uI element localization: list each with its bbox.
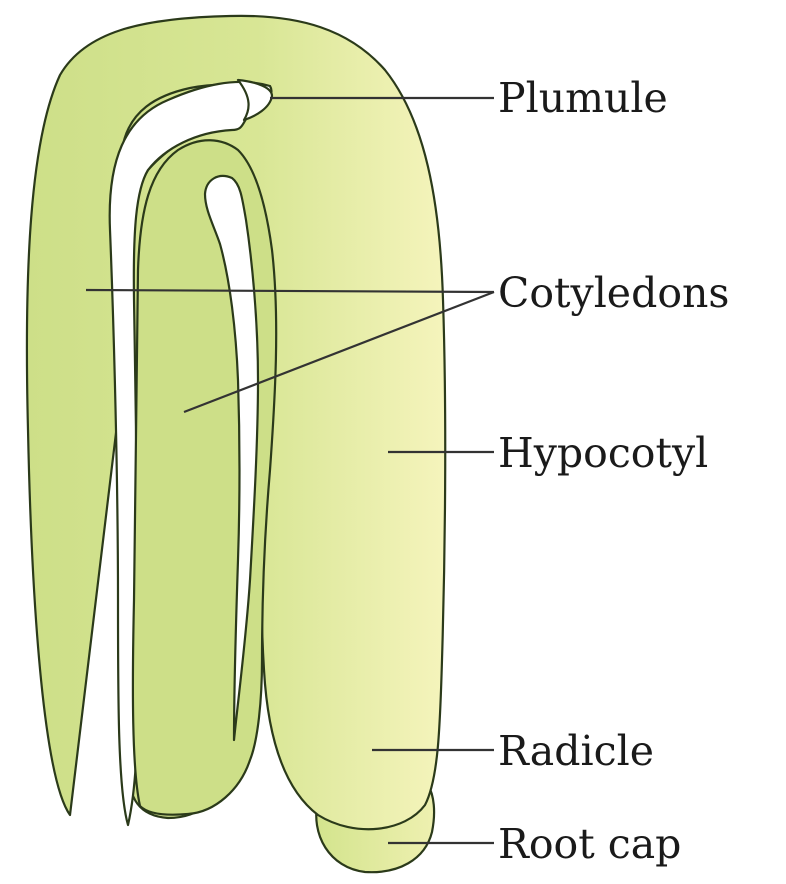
radicle-label: Radicle bbox=[498, 731, 654, 772]
cotyledons-label: Cotyledons bbox=[498, 273, 729, 314]
plumule-label: Plumule bbox=[498, 78, 668, 119]
root-cap-label: Root cap bbox=[498, 824, 681, 865]
hypocotyl-label: Hypocotyl bbox=[498, 433, 708, 474]
